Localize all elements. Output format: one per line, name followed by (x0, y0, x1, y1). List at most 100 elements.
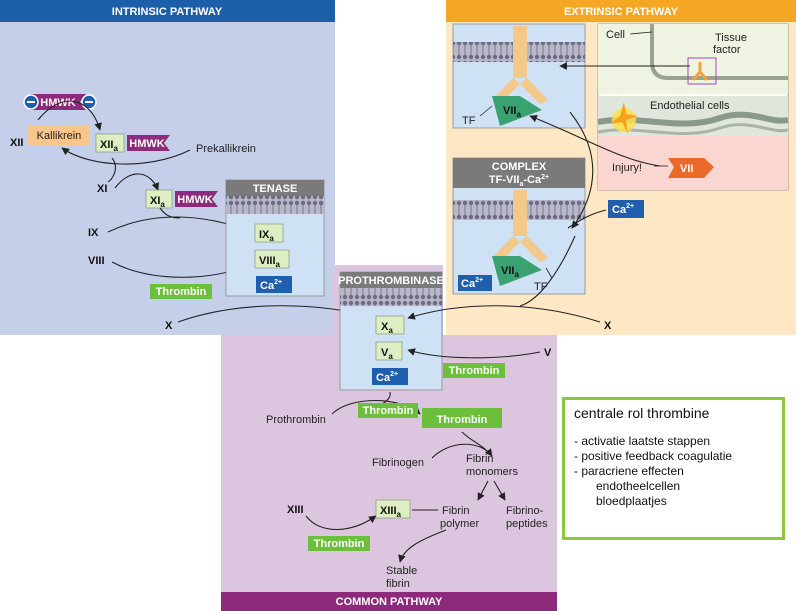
hmwk-tag-2 (127, 135, 170, 151)
fibrin-monomers-1: Fibrin (466, 453, 494, 465)
note-subitem: bloedplaatjes (596, 494, 667, 508)
arrow-to-stable (398, 529, 447, 563)
fibrin-polymer-1: Fibrin (442, 505, 470, 517)
tenase-ca: Ca2+ (260, 279, 282, 292)
note-item: - activatie laatste stappen (574, 434, 711, 448)
stable-1: Stable (386, 565, 417, 577)
ca-join-line (567, 209, 607, 229)
factor-xii: XII (10, 137, 23, 149)
thrombin-main-tag (422, 408, 502, 428)
intrinsic-title: INTRINSIC PATHWAY (112, 6, 223, 18)
factor-xiia: XIIa (100, 139, 118, 153)
svg-text:Thrombin: Thrombin (314, 538, 365, 550)
svg-text:COMPLEX: COMPLEX (492, 161, 547, 173)
tissue-factor-icon (691, 62, 709, 81)
factor-xia: XIa (150, 195, 165, 209)
arrow-to-peptides (493, 480, 506, 501)
prothrombin-label: Prothrombin (266, 414, 326, 426)
thrombin-note: centrale rol thrombine - activatie laats… (562, 397, 785, 540)
arrow-to-polymer (477, 480, 489, 501)
factor-xiiia-box (375, 499, 411, 519)
thrombin-tag-intrinsic (150, 284, 212, 299)
tf-viia-box-top: VIIa TF (452, 23, 586, 129)
injury-label: Injury! (612, 162, 642, 174)
note-title: centrale rol thrombine (574, 405, 710, 421)
extrinsic-title: EXTRINSIC PATHWAY (564, 6, 679, 18)
svg-text:Thrombin: Thrombin (156, 286, 207, 298)
fibrino-1: Fibrino- (506, 505, 544, 517)
arrow-xi-xia (114, 173, 159, 191)
thrombin-tag-xiii (308, 536, 370, 551)
svg-text:HMWK: HMWK (177, 194, 212, 206)
fibrin-monomers-2: monomers (466, 466, 518, 478)
arrow-fibrinogen-monomers (431, 443, 493, 459)
thrombin-tag-v (443, 363, 505, 378)
arrow-v-va (407, 348, 541, 359)
factor-ix: IX (88, 227, 99, 239)
factor-viia-top: VIIa (503, 105, 521, 119)
endothelial-label: Endothelial cells (650, 100, 730, 112)
factor-viiia: VIIIa (259, 255, 281, 269)
kallikrein-box (28, 125, 90, 145)
factor-xia-box (145, 189, 173, 209)
factor-xiii: XIII (287, 504, 304, 516)
note-subitem: endotheelcellen (596, 479, 681, 493)
arrow-x-right (407, 305, 601, 323)
prothrombinase-ca: Ca2+ (376, 371, 398, 384)
arrow-prekallikrein (61, 147, 191, 165)
thrombin-tag-prothrombin (358, 403, 418, 418)
stable-2: fibrin (386, 578, 410, 590)
prothrombinase-complex: PROTHROMBINASE Xa Va Ca2+ (338, 271, 444, 391)
factor-v: V (544, 347, 552, 359)
factor-xa: Xa (381, 321, 393, 335)
common-title: COMMON PATHWAY (336, 596, 443, 608)
intrinsic-panel: INTRINSIC PATHWAY (0, 0, 335, 335)
cell-illustration: Cell Tissue factor Endothelial cells Inj… (597, 23, 789, 191)
hmwk-tag-3 (175, 191, 218, 207)
prekallikrein-label: Prekallikrein (196, 143, 256, 155)
ca-right: Ca2+ (612, 203, 634, 216)
factor-viia-complex: VIIa (501, 265, 519, 279)
svg-text:HMWK: HMWK (129, 138, 164, 150)
membrane (340, 288, 442, 306)
note-item: - positive feedback coagulatie (574, 449, 733, 463)
thrombin-main: Thrombin (437, 414, 488, 426)
arrow-xiii-xiiia (305, 515, 377, 531)
arrow-vii-viia (529, 115, 661, 167)
factor-xiiia: XIIIa (380, 505, 402, 519)
factor-viii: VIII (88, 255, 105, 267)
prothrombinase-title: PROTHROMBINASE (338, 275, 444, 287)
tf-label-complex: TF (534, 281, 548, 293)
svg-text:HMWK: HMWK (40, 97, 75, 109)
svg-text:VII: VII (680, 163, 693, 175)
factor-x-left: X (165, 320, 173, 332)
factor-label: factor (713, 44, 741, 56)
factor-xiia-box (95, 133, 125, 153)
tf-label-top: TF (462, 115, 476, 127)
tissue-label: Tissue (715, 32, 747, 44)
factor-xi: XI (97, 183, 107, 195)
complex-ca: Ca2+ (461, 277, 483, 290)
kallikrein-label: Kallikrein (37, 130, 82, 142)
fibrin-polymer-2: polymer (440, 518, 479, 530)
svg-text:Thrombin: Thrombin (449, 365, 500, 377)
xia-to-ix (159, 207, 181, 219)
factor-ixa: IXa (259, 229, 274, 243)
factor-x-right: X (604, 320, 612, 332)
arrow-to-complex (569, 111, 594, 229)
note-item: - paracriene effecten (574, 464, 684, 478)
factor-vii-tag (668, 158, 714, 178)
complex-title: TF-VIIa-Ca2+ (489, 174, 549, 188)
factor-va: Va (381, 347, 393, 361)
tenase-title: TENASE (253, 183, 298, 195)
membrane (226, 196, 324, 214)
complex-to-x-line (519, 235, 576, 307)
fibrinogen-label: Fibrinogen (372, 457, 424, 469)
svg-text:Thrombin: Thrombin (363, 405, 414, 417)
arrow-xii-xiia (37, 100, 102, 131)
cell-label: Cell (606, 29, 625, 41)
xiia-to-xi (107, 157, 116, 183)
complex-box: COMPLEX TF-VIIa-Ca2+ VIIa Ca2+ TF (452, 157, 586, 295)
fibrino-2: peptides (506, 518, 548, 530)
